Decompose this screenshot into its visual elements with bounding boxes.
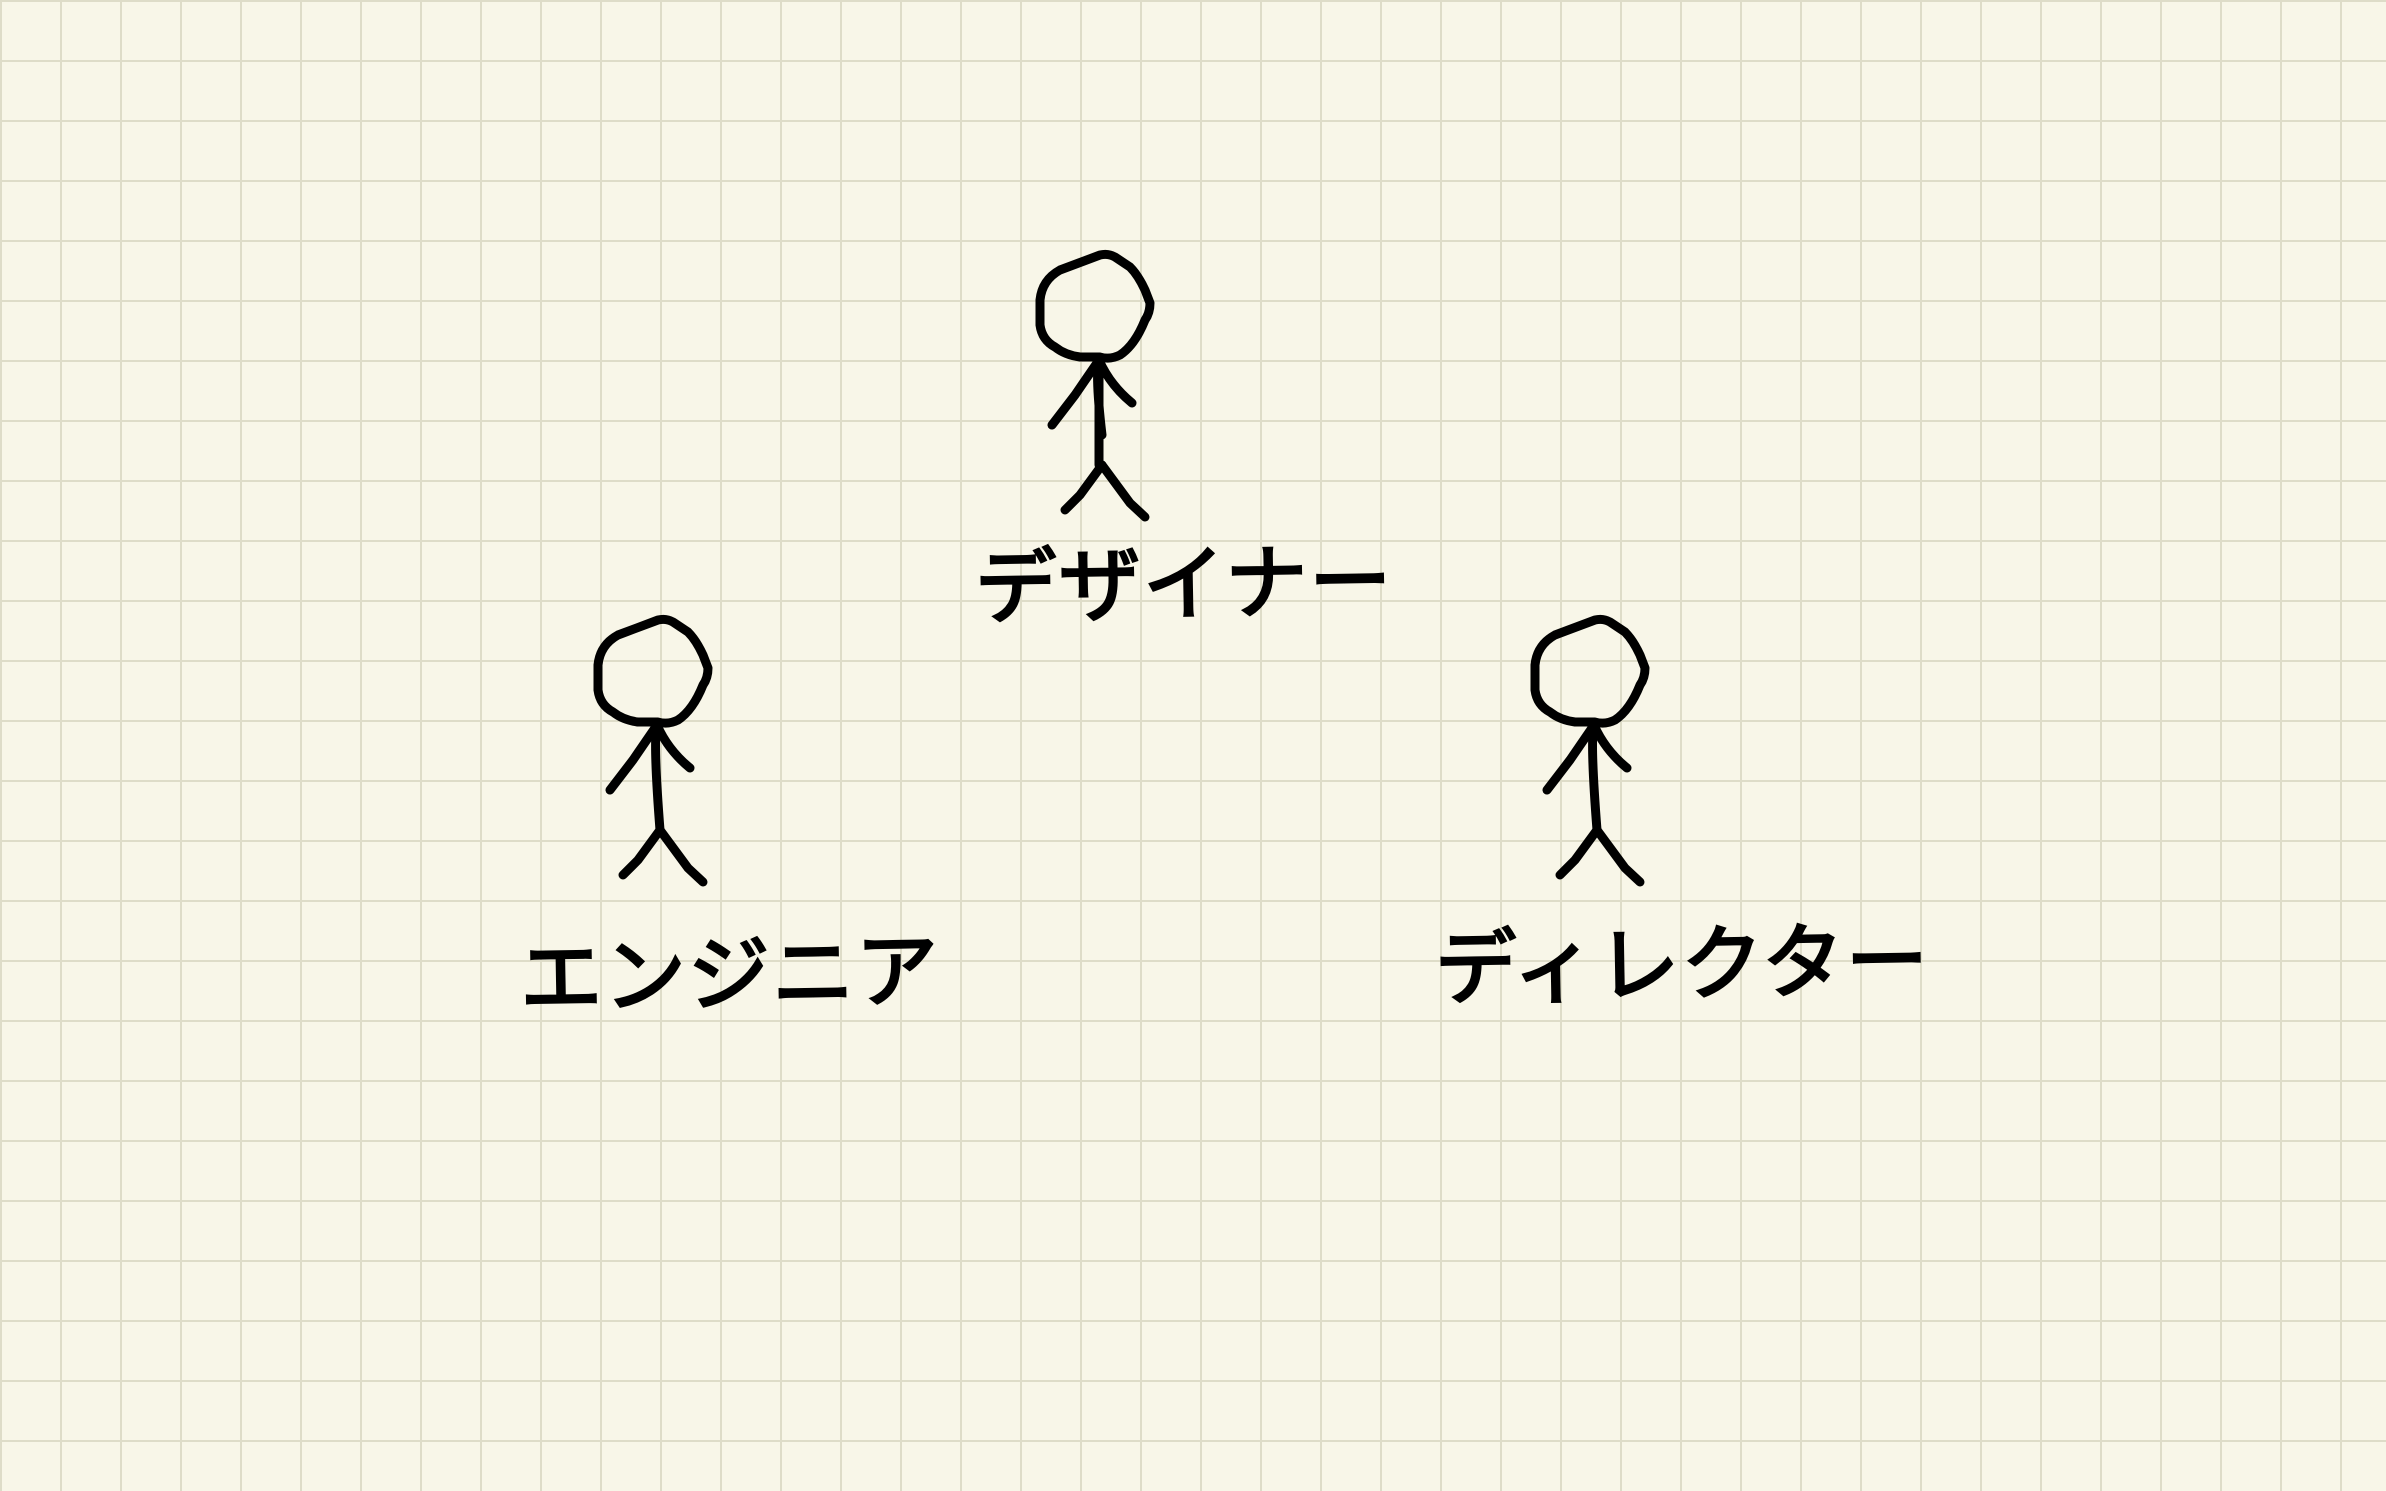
designer-figure-icon: [1020, 245, 1180, 522]
engineer-label: エンジニア: [519, 924, 941, 1027]
director-figure-icon: [1515, 610, 1675, 887]
engineer-figure-icon: [578, 610, 738, 887]
director-label: ディレクター: [1434, 913, 1931, 1018]
designer-label: デザイナー: [974, 534, 1395, 637]
